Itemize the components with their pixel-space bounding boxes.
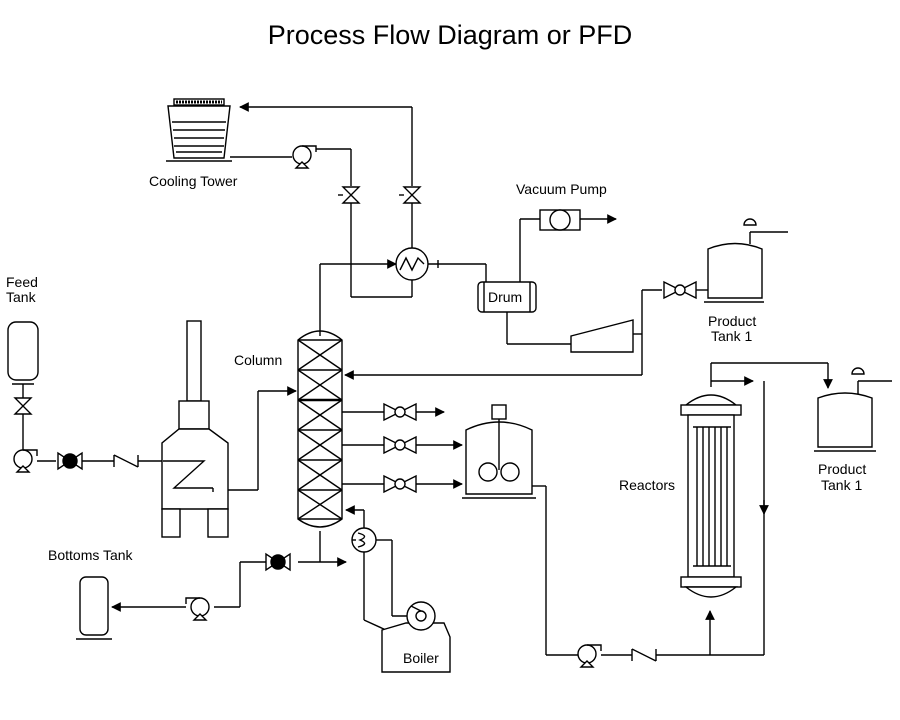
product-tank-b-label-line2: Tank 1	[821, 477, 862, 493]
feed-tank-label-line1: Feed	[6, 274, 38, 290]
condenser-icon	[395, 247, 429, 281]
distillation-column	[297, 330, 343, 528]
product-tank-b	[814, 367, 892, 452]
feed-pump-icon	[13, 449, 38, 473]
vacuum-pump-icon	[539, 209, 581, 231]
bottoms-tank	[76, 576, 112, 640]
reactor-check-valve-icon	[631, 648, 657, 662]
feed-tank-label-line2: Tank	[6, 289, 37, 305]
drum-label: Drum	[488, 289, 522, 305]
boiler	[381, 601, 451, 673]
furnace	[161, 320, 229, 538]
column-label: Column	[234, 352, 282, 368]
bottoms-tank-label: Bottoms Tank	[48, 547, 134, 563]
product-tank-b-label-line1: Product	[818, 461, 866, 477]
cooling-tower-label: Cooling Tower	[149, 173, 238, 189]
vacuum-pump-label: Vacuum Pump	[516, 181, 607, 197]
boiler-label: Boiler	[403, 650, 439, 666]
compressor-icon	[570, 319, 634, 353]
product-tank-a-label-line2: Tank 1	[711, 328, 752, 344]
bottoms-control-valve-icon	[265, 552, 291, 572]
reactor-feed-pump-icon	[577, 644, 602, 668]
bottoms-pump-icon	[185, 597, 210, 621]
side-draw-valve-2-icon	[383, 435, 417, 455]
feed-control-valve-icon	[57, 451, 83, 471]
product-tank-a-label-line1: Product	[708, 313, 756, 329]
drum	[477, 281, 537, 313]
mixing-vessel	[462, 404, 536, 499]
feed-check-valve-icon	[113, 454, 139, 468]
cooling-supply-valve-icon	[338, 186, 361, 204]
reactor	[680, 394, 742, 598]
feed-tank-valve-icon	[13, 397, 33, 415]
side-draw-valve-3-icon	[383, 474, 417, 494]
cooling-tower	[166, 98, 232, 162]
feed-tank	[7, 321, 39, 385]
cooling-return-valve-icon	[399, 186, 422, 204]
diagram-title: Process Flow Diagram or PFD	[267, 20, 633, 50]
reactors-label: Reactors	[619, 477, 675, 493]
product-tank-valve-icon	[663, 280, 697, 300]
cooling-water-pump-icon	[292, 145, 317, 169]
product-tank-a	[704, 218, 788, 303]
side-draw-valve-1-icon	[383, 402, 417, 422]
